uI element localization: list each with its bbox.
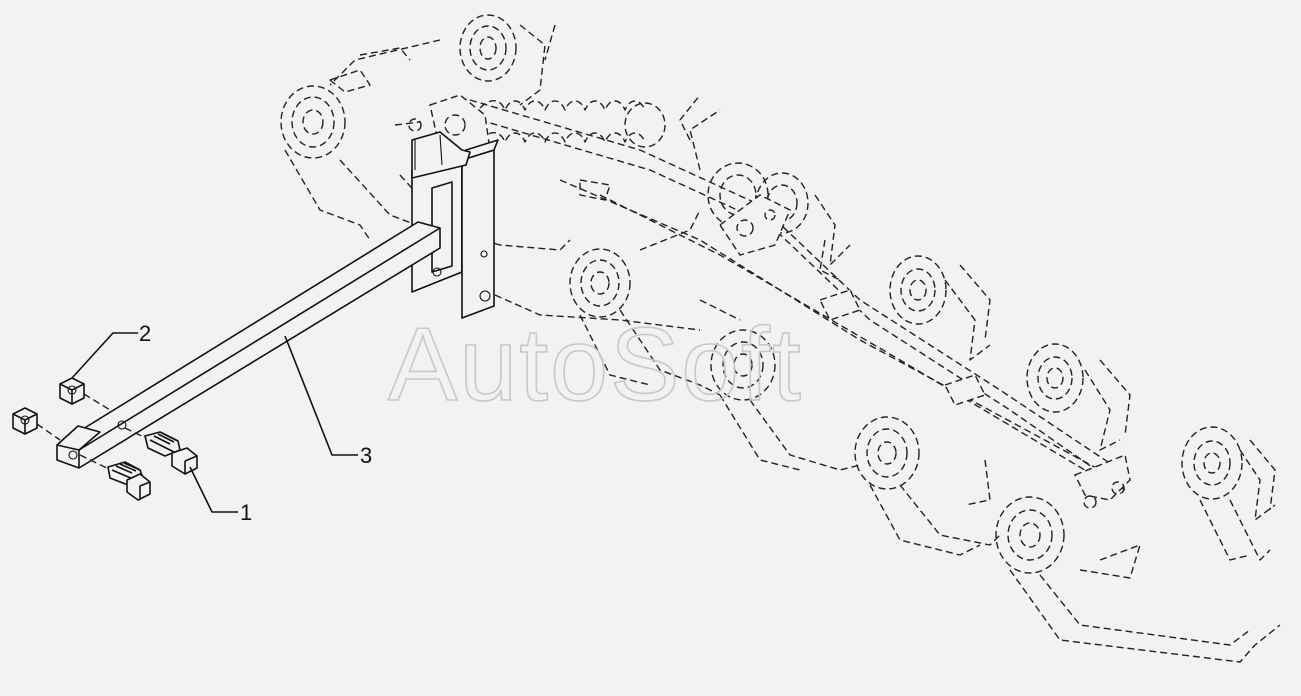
callout-2: 2 [71,321,151,379]
callout-1: 1 [189,466,252,525]
tine-spring [889,255,991,361]
arm-bar [56,221,441,469]
clamp-bracket [719,194,791,256]
watermark: AutoSoft [388,307,803,423]
tine-spring [699,299,861,471]
bolt [79,454,151,501]
callout-1-label: 1 [240,500,252,525]
callout-3-label: 3 [360,443,372,468]
clamp-bracket [1074,454,1131,509]
nut [12,407,61,441]
main-spring [479,100,666,148]
tine-spring [1181,426,1276,561]
callout-2-label: 2 [139,321,151,346]
nut [59,377,111,411]
tine-spring [569,209,721,396]
tine-spring [995,496,1281,663]
tine-spring [329,14,556,106]
tine-spring [854,416,1001,556]
callout-3: 3 [284,335,372,468]
toothbar [469,99,1126,491]
clamp-bracket [819,289,986,406]
tine-spring [1026,343,1131,451]
